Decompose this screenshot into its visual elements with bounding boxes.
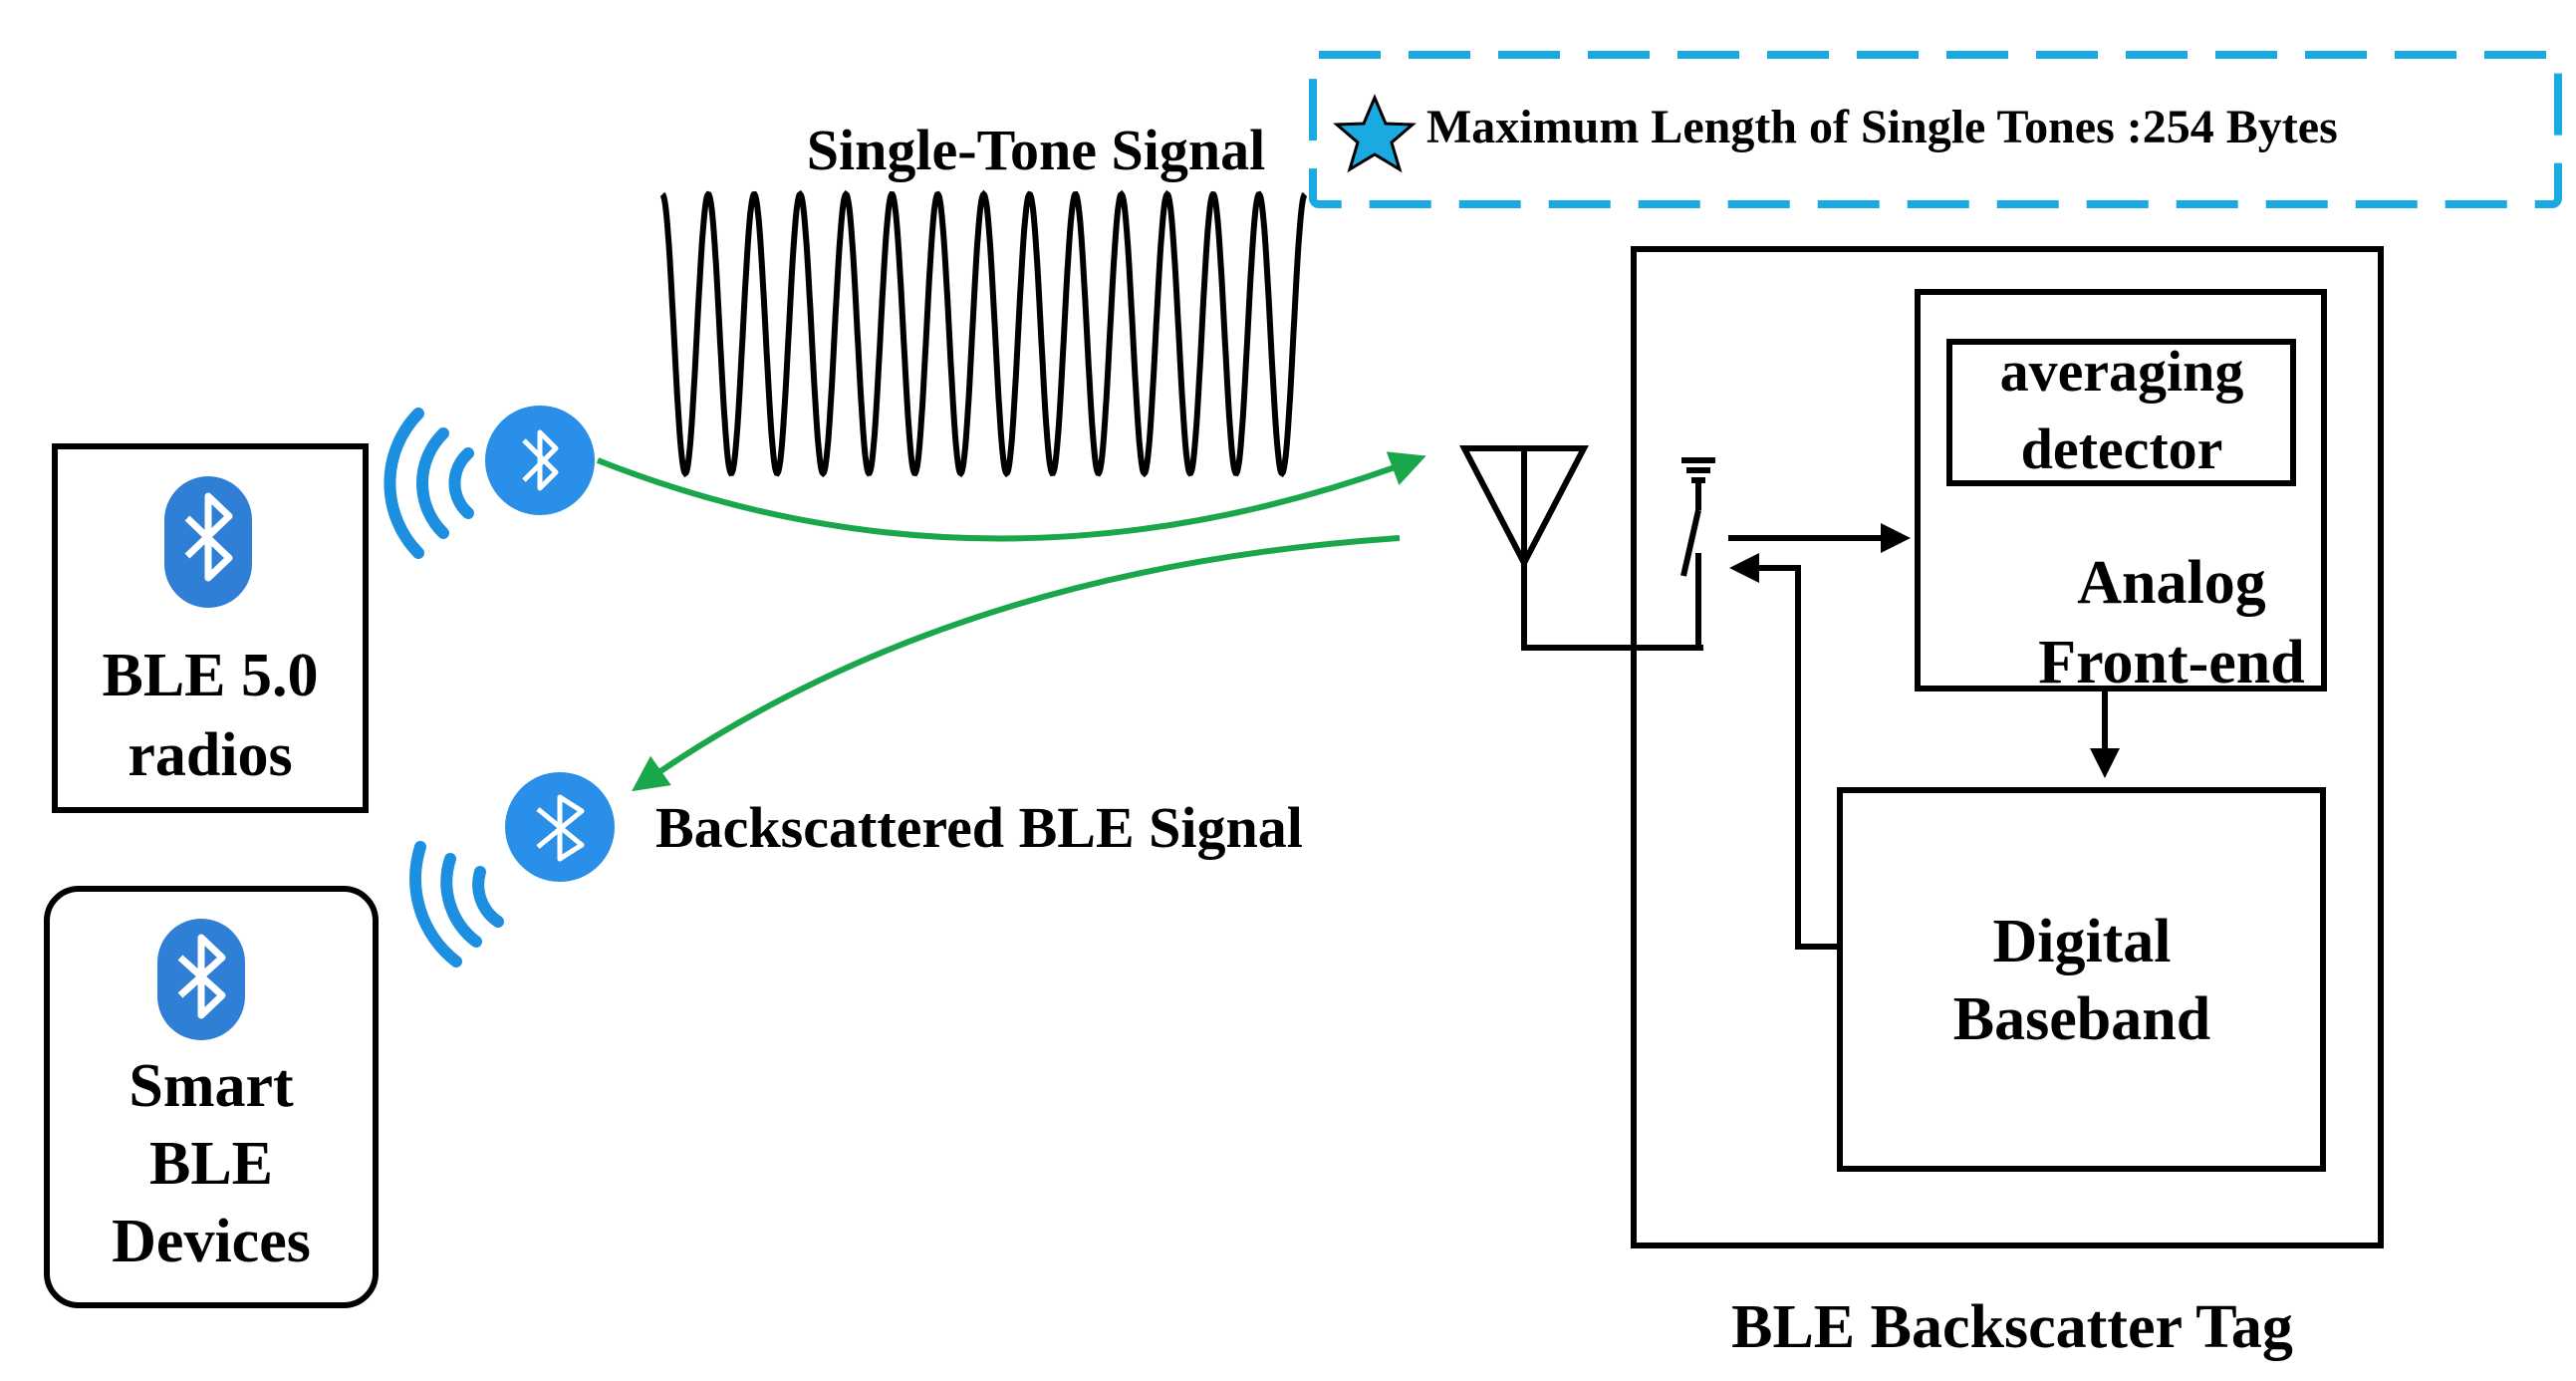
- averaging-detector-box: [1946, 339, 2296, 486]
- backscatter-tag: averaging detector Analog Front-end Digi…: [1459, 246, 2384, 1248]
- analog-line2: Front-end: [2038, 629, 2305, 696]
- wireless-waves-icon: [384, 408, 474, 559]
- tag-label: BLE Backscatter Tag: [1731, 1293, 2293, 1361]
- digital-line1: Digital: [1992, 908, 2171, 975]
- smart-ble-device: Smart BLE Devices: [44, 886, 379, 1308]
- note-text: Maximum Length of Single Tones :254 Byte…: [1426, 101, 2338, 153]
- bluetooth-icon: [485, 406, 595, 515]
- single-tone-arrow: [596, 451, 1426, 542]
- note-border: [1309, 51, 2562, 208]
- bluetooth-icon: [164, 476, 252, 608]
- tag-box: [1631, 246, 2384, 1248]
- single-tone-waveform: [659, 189, 1308, 478]
- detector-line2: detector: [2021, 416, 2223, 481]
- digital-line2: Baseband: [1953, 985, 2210, 1053]
- analog-frontend-box: [1915, 289, 2327, 691]
- detector-line1: averaging: [2000, 339, 2244, 404]
- smart-ble-line2: BLE: [149, 1130, 273, 1198]
- analog-line1: Analog: [2077, 549, 2265, 617]
- antenna-icon: [1459, 445, 1703, 651]
- ble-radio-line2: radios: [128, 721, 292, 789]
- single-tone-label: Single-Tone Signal: [807, 118, 1265, 182]
- ble-radio-device: BLE 5.0 radios: [52, 443, 369, 813]
- bluetooth-icon: [157, 919, 245, 1040]
- max-length-note: Maximum Length of Single Tones :254 Byte…: [1309, 51, 2562, 208]
- smart-ble-line3: Devices: [112, 1208, 311, 1275]
- baseband-to-switch-arrow: [1729, 553, 1840, 950]
- wireless-waves-icon: [409, 841, 504, 967]
- backscatter-arrow: [632, 535, 1401, 792]
- digital-baseband-box: [1837, 787, 2326, 1172]
- smart-ble-line1: Smart: [129, 1052, 294, 1120]
- switch-icon: [1680, 457, 1715, 651]
- ble-radio-line1: BLE 5.0: [102, 642, 318, 709]
- star-icon: [1333, 94, 1417, 173]
- backscattered-label: Backscattered BLE Signal: [655, 795, 1303, 860]
- smart-ble-box: [44, 886, 379, 1308]
- bluetooth-icon: [505, 772, 615, 882]
